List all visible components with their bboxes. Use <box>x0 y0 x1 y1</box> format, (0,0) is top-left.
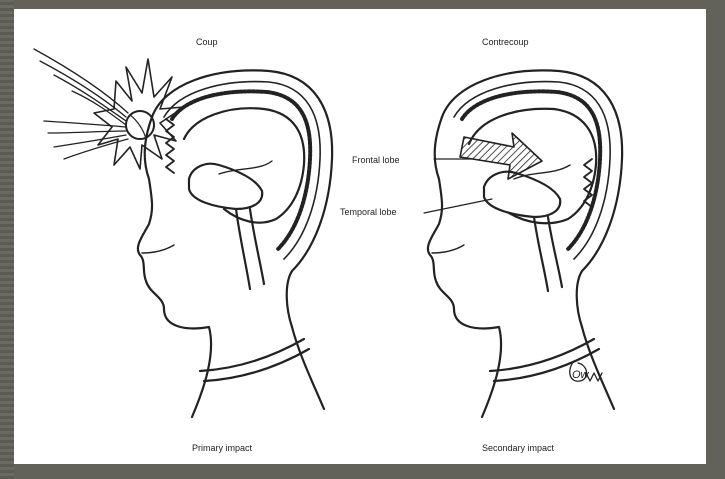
frontal-lobe-label: Frontal lobe <box>352 155 400 165</box>
right-head <box>424 70 622 417</box>
slide-edge <box>0 0 14 479</box>
right-title: Contrecoup <box>482 37 529 47</box>
left-head <box>138 70 332 417</box>
artist-signature: Ow <box>572 369 589 381</box>
temporal-lobe-label: Temporal lobe <box>340 207 397 217</box>
left-caption: Primary impact <box>192 443 252 453</box>
right-caption: Secondary impact <box>482 443 554 453</box>
coup-contrecoup-illustration <box>14 9 706 464</box>
left-title: Coup <box>196 37 218 47</box>
diagram-panel: Coup Contrecoup Frontal lobe Temporal lo… <box>14 9 706 464</box>
